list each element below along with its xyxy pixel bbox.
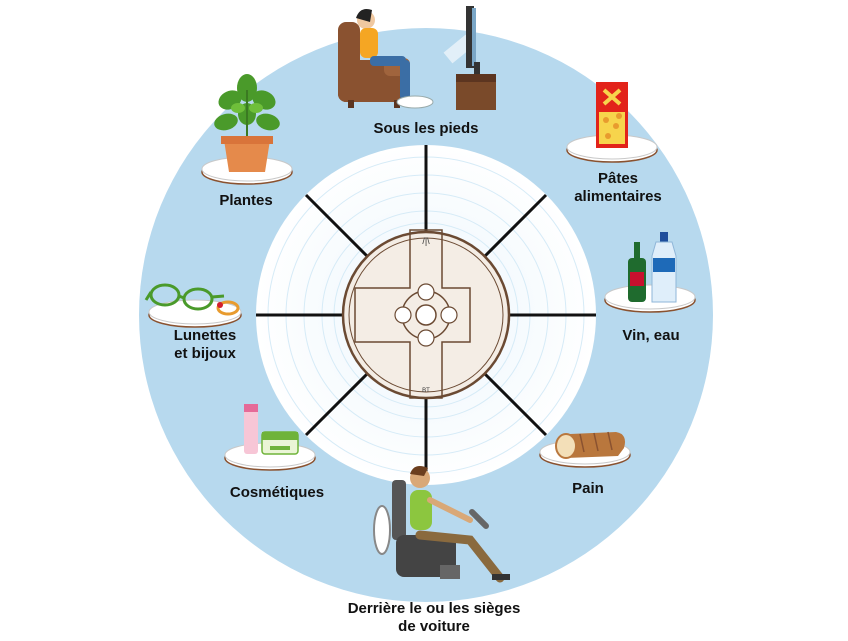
device-bottom-mark: BT — [422, 388, 430, 394]
wine-and-water-bottles-icon — [604, 232, 696, 313]
label-bottom-right: Pain — [572, 480, 604, 497]
label-left: Lunettes et bijoux — [173, 327, 237, 362]
label-bottom: Derrière le ou les sièges de voiture — [347, 600, 521, 635]
pasta-box-icon — [566, 82, 658, 163]
spoke-bottom-right — [483, 372, 548, 437]
person-in-armchair-watching-tv-icon — [338, 6, 496, 110]
spokes — [256, 145, 596, 485]
potted-plant-icon — [201, 74, 293, 185]
spoke-top-right — [483, 193, 548, 258]
bread-loaf-icon — [539, 431, 631, 468]
label-right: Vin, eau — [622, 327, 680, 344]
car-driver-icon — [373, 466, 510, 583]
spoke-top-left — [304, 193, 369, 258]
label-bottom-left: Cosmétiques — [229, 484, 325, 501]
central-device: /|\ BT — [341, 229, 511, 400]
label-top-right: Pâtes alimentaires — [574, 170, 662, 205]
spoke-bottom-left — [304, 372, 369, 437]
cosmetics-tubes-icon — [224, 404, 316, 471]
device-top-mark: /|\ — [422, 236, 430, 246]
label-top: Sous les pieds — [373, 120, 479, 137]
glasses-and-ring-icon — [144, 283, 242, 328]
label-top-left: Plantes — [219, 192, 273, 209]
